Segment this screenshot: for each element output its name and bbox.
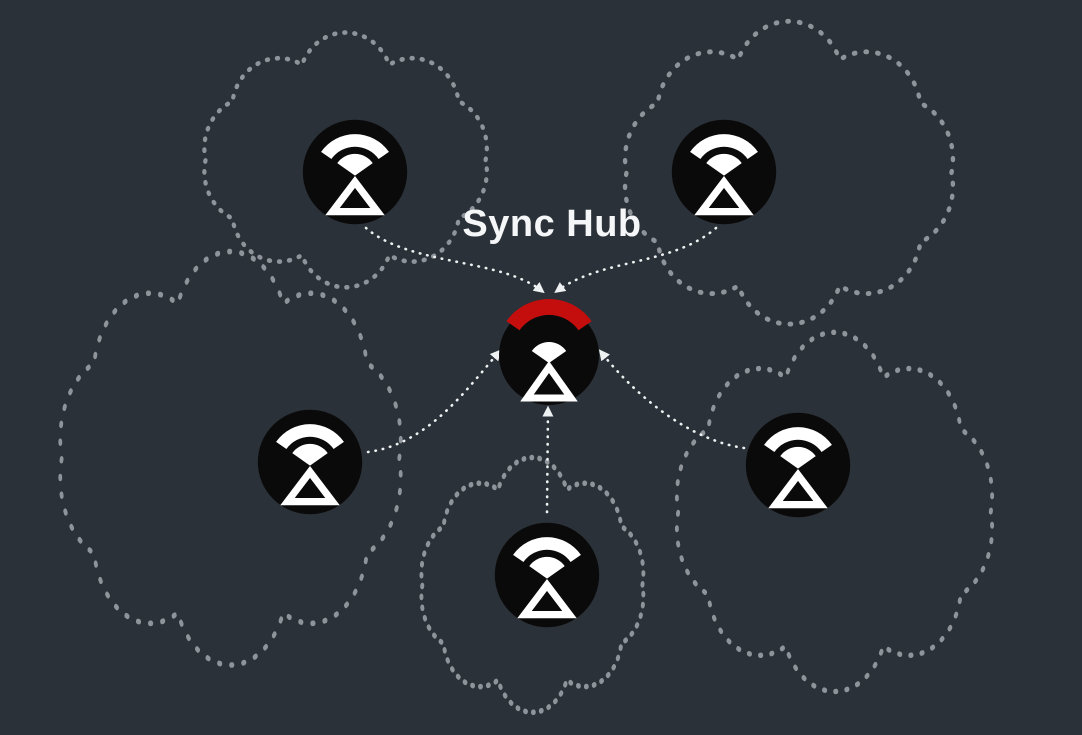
device-node-bottom-center (495, 523, 599, 627)
sync-hub-node (499, 299, 599, 405)
hub-signal-wedge (531, 342, 567, 363)
sync-arrow-mid-left (366, 349, 502, 454)
cloud-outline-mid-right (677, 332, 992, 691)
page-title: Sync Hub (462, 203, 641, 245)
sync-arrows (364, 226, 746, 514)
device-node-mid-left (258, 410, 362, 514)
device-node-top-left (303, 120, 407, 224)
sync-arrow-mid-right (598, 349, 746, 450)
hub-triangle-outline (520, 360, 578, 402)
device-node-top-right (672, 120, 776, 224)
device-node-mid-right (746, 413, 850, 517)
sync-arrow-top-left (364, 226, 545, 294)
hub-red-arc (506, 299, 592, 331)
sync-arrow-bottom-center (542, 405, 554, 514)
